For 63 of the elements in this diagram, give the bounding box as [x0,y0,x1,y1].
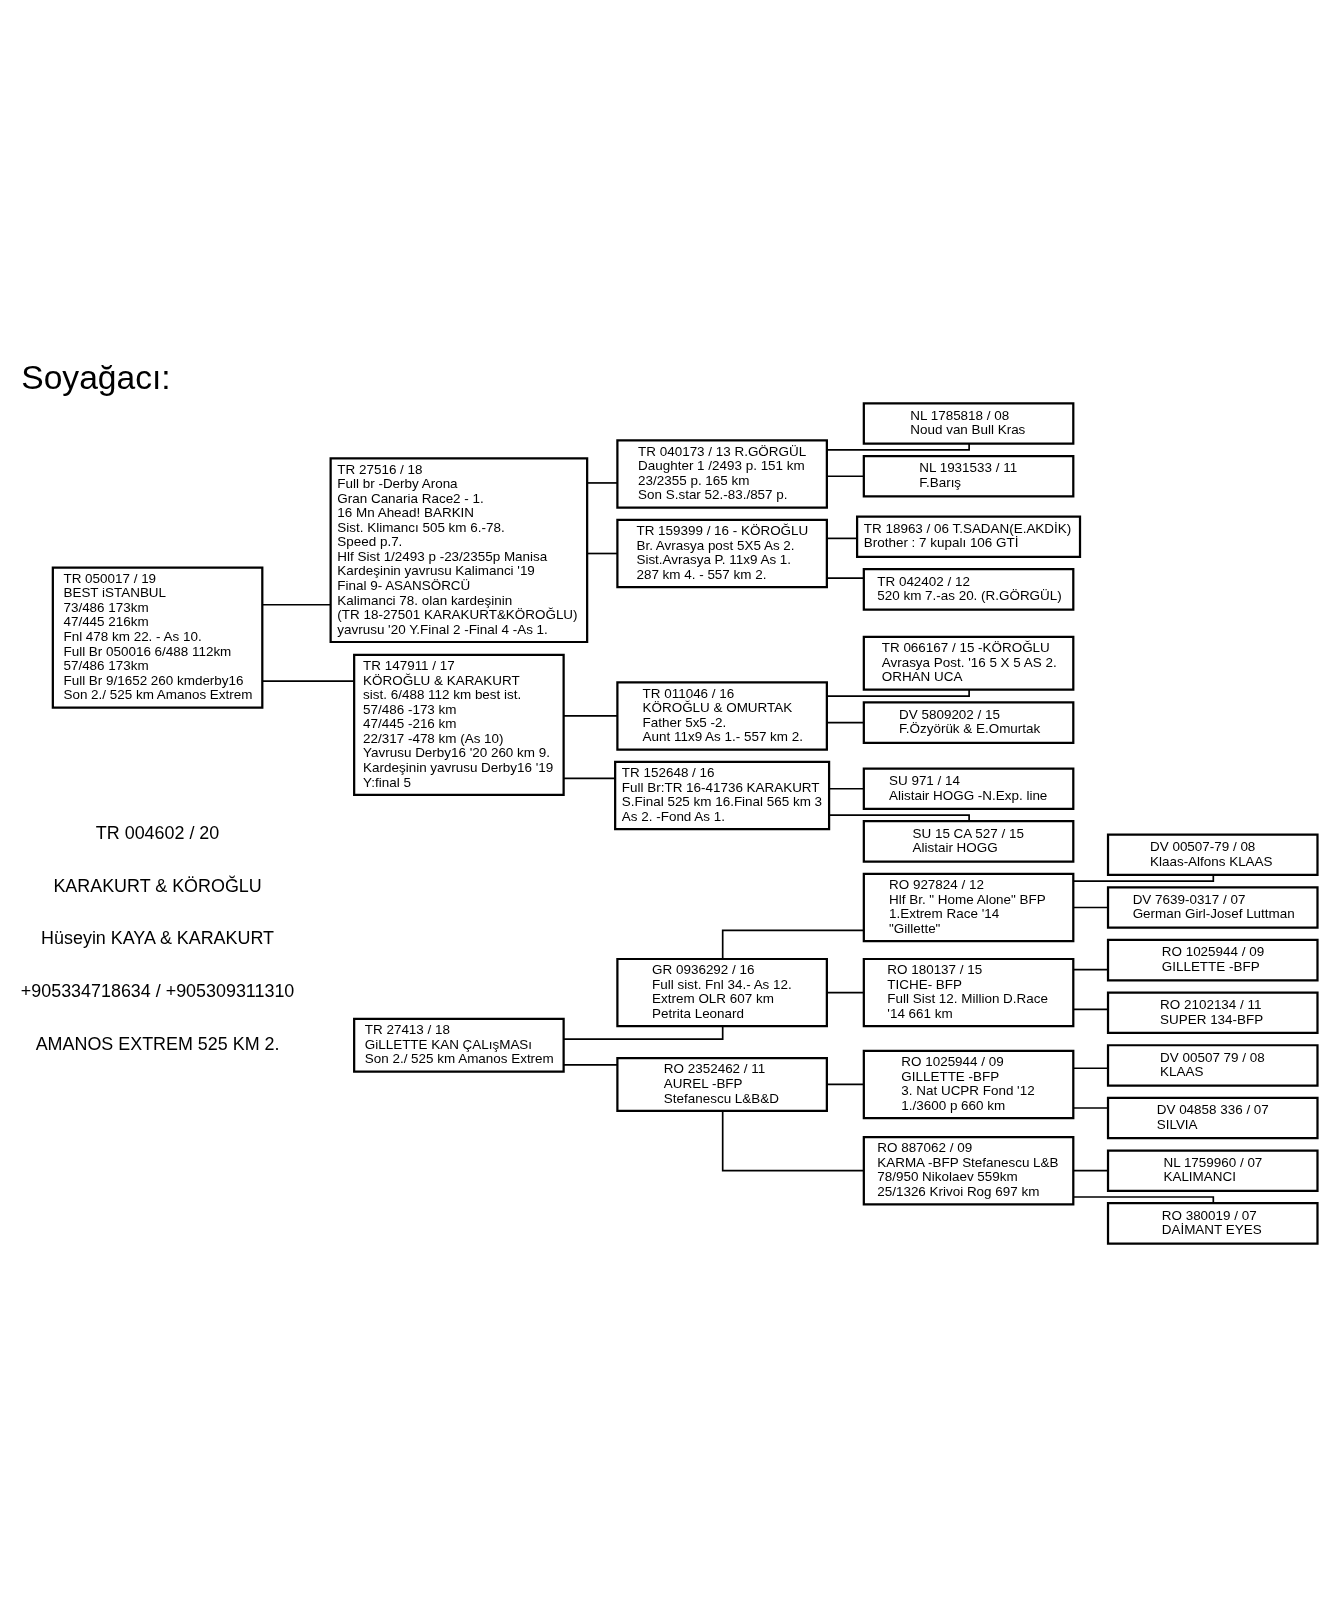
node-box: NL 1785818 / 08 Noud van Bull Kras [862,401,1075,445]
node-box: TR 18963 / 06 T.SADAN(E.AKDİK) Brother : 7 kupalı 106 GTİ [856,514,1082,558]
connector [828,787,865,790]
node-box: RO 1025944 / 09 GILLETTE -BFP [1106,938,1319,981]
connector [1072,1066,1109,1069]
label: AMANOS EXTREM 525 KM 2. [35,1033,280,1054]
node-box: DV 04858 336 / 07 SILVIA [1106,1096,1319,1139]
connector [562,714,619,717]
label: Hüseyin KAYA & KARAKURT [41,927,275,948]
node-box: TR 27413 / 18 GiLLETTE KAN ÇALışMASı Son 2./ 525 km Amanos Extrem [353,1017,565,1073]
connector [1072,906,1109,908]
node-box: GR 0936292 / 16 Full sist. Fnl 34.- As 12. Extrem OLR 607 km Petrita Leonard [616,957,828,1027]
node-box: TR 159399 / 16 - KÖROĞLU Br. Avrasya post 5X5 As 2. Sist.Avrasya P. 11x9 As 1. 287 km 4. - 557 km 2. [616,518,828,588]
connector [1072,873,1215,882]
connector [586,552,618,554]
label: TR 004602 / 20 [95,822,220,843]
connector [826,576,865,579]
node-box: SU 971 / 14 Alistair HOGG -N.Exp. line [862,766,1075,810]
node-box: RO 2102134 / 11 SUPER 134-BFP [1106,991,1319,1034]
node-box: RO 180137 / 15 TICHE- BFP Full Sist 12. Million D.Race '14 661 km [862,957,1075,1027]
node-box: TR 050017 / 19 BEST iSTANBUL 73/486 173km 47/445 216km Fnl 478 km 22. - As 10. Full Br 050016 6/488 112km 57/486 173km Full Br 9/1652 260 kmderby16 Son 2./ 525 km Amanos Extrem [51,565,264,709]
node-box: NL 1931533 / 11 F.Barış [862,454,1075,497]
node-box: RO 2352462 / 11 AUREL -BFP Stefanescu L&B&D [616,1056,828,1112]
connector [826,1083,865,1085]
node-box: TR 147911 / 17 KÖROĞLU & KARAKURT sist. 6/488 112 km best ist. 57/486 -173 km 47/445 -216 km 22/317 -478 km (As 10) Yavrusu Derby16 '20 260 km 9. Kardeşinin yavrusu Derby16 '19 Y:final 5 [353,653,565,796]
connector [828,813,970,822]
node-box: TR 040173 / 13 R.GÖRGÜL Daughter 1 /2493 p. 151 km 23/2355 p. 165 km Son S.star 52.-83./857 p. [616,438,828,509]
connector [826,991,865,993]
node-box: RO 887062 / 09 KARMA -BFP Stefanescu L&B 78/950 Nikolaev 559km 25/1326 Krivoi Rog 697 km [862,1135,1075,1205]
connector [826,721,865,723]
connector [721,1109,865,1172]
node-box: NL 1759960 / 07 KALIMANCI [1106,1148,1319,1192]
node-box: SU 15 CA 527 / 15 Alistair HOGG [862,819,1075,863]
connector [563,1025,724,1040]
label: KARAKURT & KÖROĞLU [53,875,262,896]
connector [562,777,616,779]
node-box: RO 927824 / 12 Hlf Br. " Home Alone" BFP 1.Extrem Race '14 "Gillette" [862,872,1075,942]
connector [1072,1195,1215,1204]
connector [562,1063,619,1066]
connector [261,679,355,682]
node-box: RO 380019 / 07 DAİMANT EYES [1106,1201,1319,1245]
connector [1072,968,1109,970]
connector [1072,1008,1109,1010]
connector [721,929,865,960]
diagram-title: Soyağacı: [21,358,171,396]
node-box: DV 00507-79 / 08 Klaas-Alfons KLAAS [1106,833,1319,876]
label: +905334718634 / +905309311310 [20,980,295,1001]
node-box: TR 011046 / 16 KÖROĞLU & OMURTAK Father 5x5 -2. Aunt 11x9 As 1.- 557 km 2. [616,680,828,751]
node-box: TR 27516 / 18 Full br -Derby Arona Gran Canaria Race2 - 1. 16 Mn Ahead! BARKIN Sist. Klimancı 505 km 6.-78. Speed p.7. Hlf Sist 1/2493 p -23/2355p Manisa Kardeşinin yavrusu Kalimanci '19 Final 9- ASANSÖRCÜ Kalimanci 78. olan kardeşinin (TR 18-27501 KARAKURT&KÖROĞLU) yavrusu '20 Y.Final 2 -Final 4 -As 1. [329,456,589,643]
connector [826,442,970,451]
connector [261,603,332,606]
node-box: TR 152648 / 16 Full Br:TR 16-41736 KARAKURT S.Final 525 km 16.Final 565 km 3 As 2. -Fond As 1. [614,760,831,830]
node-box: DV 5809202 / 15 F.Özyörük & E.Omurtak [862,700,1075,744]
connector [826,474,865,477]
node-box: TR 066167 / 15 -KÖROĞLU Avrasya Post. '16 5 X 5 AS 2. ORHAN UCA [862,635,1075,691]
node-box: TR 042402 / 12 520 km 7.-as 20. (R.GÖRGÜL) [862,567,1075,611]
node-box: RO 1025944 / 09 GILLETTE -BFP 3. Nat UCPR Fond '12 1./3600 p 660 km [862,1049,1075,1119]
connector [586,481,618,484]
connector [1072,1106,1109,1109]
node-box: DV 00507 79 / 08 KLAAS [1106,1043,1319,1087]
node-box: DV 7639-0317 / 07 German Girl-Josef Luttman [1106,885,1319,929]
connector [826,537,858,539]
connector [1072,1169,1109,1172]
